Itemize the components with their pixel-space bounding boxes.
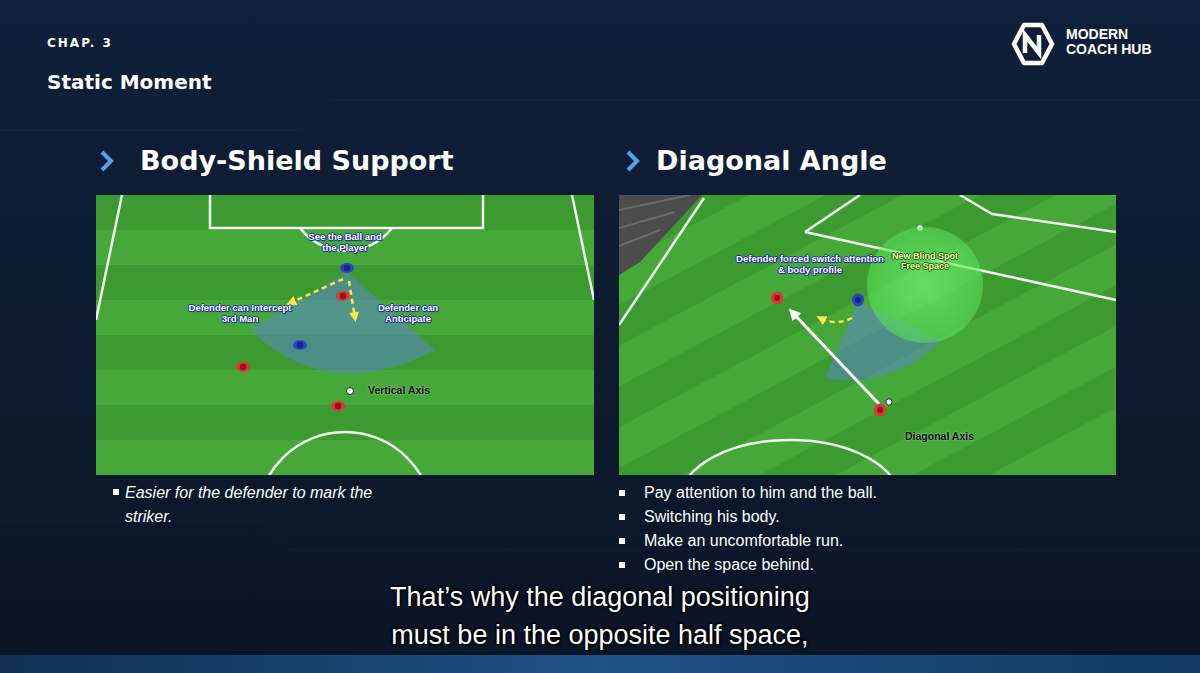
brand-name: MODERN COACH HUB <box>1066 27 1162 57</box>
logo-icon <box>1014 25 1052 63</box>
chapter-tag: CHAP. 3 <box>47 36 113 50</box>
bullet-text: Easier for the defender to mark the stri… <box>125 481 387 529</box>
panel-heading: Body-Shield Support <box>140 145 454 176</box>
pitch-left <box>96 195 594 475</box>
player-note: See the Ball and the Player <box>300 231 390 253</box>
bullet-text: Open the space behind. <box>644 555 814 575</box>
tech-lines <box>0 100 1200 550</box>
chevron <box>628 152 637 170</box>
axis-label: Vertical Axis <box>368 384 430 396</box>
player-note: Defender can Anticipate <box>366 302 450 324</box>
chevron <box>102 152 111 170</box>
pitch-right <box>619 195 1116 475</box>
bullet-text: Switching his body. <box>644 507 780 527</box>
pitch-panel: Diagonal AngleNew Blind Spot Free Space <box>619 195 1116 475</box>
zone-label: New Blind Spot Free Space <box>887 251 963 271</box>
axis-label: Diagonal Axis <box>905 430 974 442</box>
bottom-strip <box>0 655 1200 673</box>
subtitle-caption: That’s why the diagonal positioning must… <box>360 578 840 654</box>
free-space-zone: New Blind Spot Free Space <box>867 227 983 343</box>
bullet-text: Make an uncomfortable run. <box>644 531 843 551</box>
bullet-text: Pay attention to him and the ball. <box>644 483 877 503</box>
slide-title: Static Moment <box>47 70 212 94</box>
player-note: Defender forced switch attention & body … <box>735 253 885 275</box>
player-note: Defender can Intercept 3rd Man <box>185 302 295 324</box>
panel-heading: Diagonal Angle <box>656 145 887 176</box>
